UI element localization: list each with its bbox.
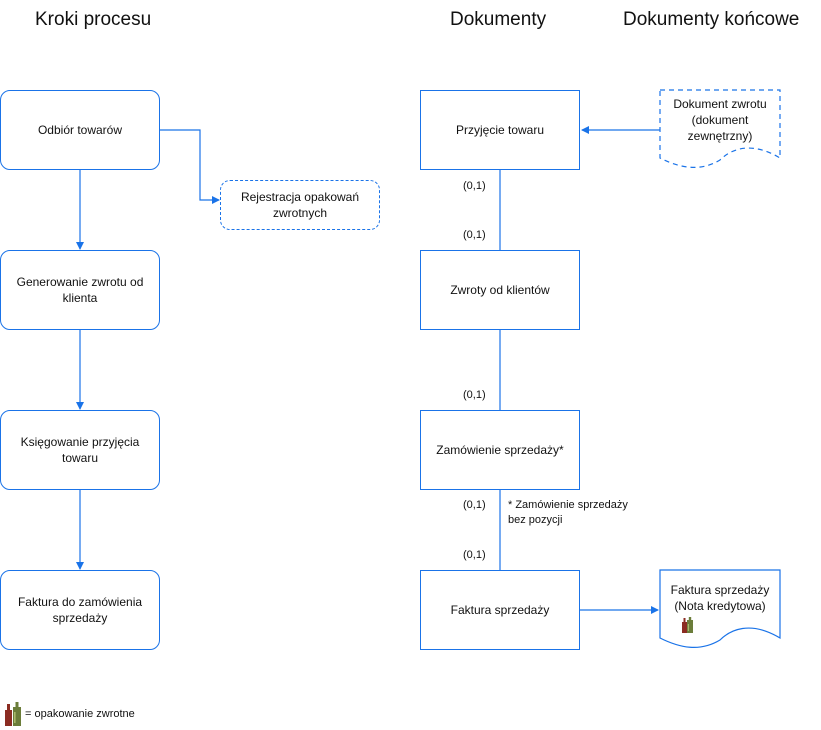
doc-sales-invoice-label: Faktura sprzedaży	[450, 603, 550, 617]
final-doc-credit-label: Faktura sprzedaży (Nota kredytowa)	[670, 583, 770, 613]
header-documents: Dokumenty	[450, 9, 547, 30]
header-final-documents: Dokumenty końcowe	[623, 9, 800, 30]
legend-label: = opakowanie zwrotne	[25, 708, 135, 720]
final-doc-return-label: Dokument zwrotu (dokument zewnętrzny)	[673, 97, 767, 143]
doc-customer-returns: Zwroty od klientów	[420, 250, 580, 330]
cardinality-label: (0,1)	[463, 389, 486, 401]
cardinality-label: (0,1)	[463, 549, 486, 561]
header-process-steps: Kroki procesu	[35, 9, 152, 30]
step-generate-return: Generowanie zwrotu od klienta	[0, 250, 160, 330]
doc-goods-receipt-label: Przyjęcie towaru	[455, 123, 545, 137]
step-receipt-label: Odbiór towarów	[37, 123, 123, 137]
step-invoice-order: Faktura do zamówienia sprzedaży	[0, 570, 160, 650]
bottles-icon-legend	[5, 702, 21, 726]
doc-sales-order-label: Zamówienie sprzedaży*	[436, 443, 564, 457]
bottles-icon-credit	[682, 617, 693, 633]
cardinality-label: (0,1)	[463, 180, 486, 192]
doc-sales-invoice: Faktura sprzedaży	[420, 570, 580, 650]
doc-customer-returns-label: Zwroty od klientów	[450, 283, 550, 297]
step-generate-return-label: Generowanie zwrotu od klienta	[16, 275, 144, 305]
step-register-packaging-label: Rejestracja opakowań zwrotnych	[240, 190, 360, 220]
cardinality-label: (0,1)	[463, 499, 486, 511]
arrow-receipt-to-register	[160, 129, 220, 204]
step-post-receipt-label: Księgowanie przyjęcia towaru	[20, 435, 140, 465]
step-invoice-order-label: Faktura do zamówienia sprzedaży	[17, 595, 143, 625]
return-doc-shape	[659, 89, 781, 168]
step-post-receipt: Księgowanie przyjęcia towaru	[0, 410, 160, 490]
cardinality-label: (0,1)	[463, 229, 486, 241]
sales-order-footnote: * Zamówienie sprzedaży bez pozycji	[508, 499, 628, 526]
doc-goods-receipt: Przyjęcie towaru	[420, 90, 580, 170]
doc-sales-order: Zamówienie sprzedaży*	[420, 410, 580, 490]
step-register-packaging: Rejestracja opakowań zwrotnych	[220, 180, 380, 230]
step-receipt: Odbiór towarów	[0, 90, 160, 170]
